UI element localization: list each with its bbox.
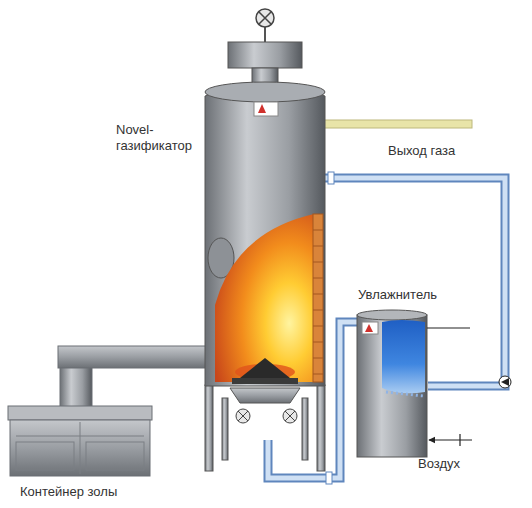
ash-hopper [230,388,300,403]
ash-container [8,406,152,476]
container-body [10,420,150,476]
valve-cross [259,12,271,24]
gas-outlet-pipe [322,120,472,128]
valve-symbol [236,409,250,423]
name-plate [254,102,278,116]
plate-logo [365,324,373,332]
valve-symbol [256,9,274,27]
container-panel [86,442,144,470]
container-lid [8,406,152,420]
air-valve-mark [459,434,460,446]
gasifier [205,9,325,471]
pump-symbol [499,376,511,388]
gasifier-body [205,86,325,386]
brick-lining [313,214,323,382]
spray-drops [386,392,424,396]
conveyor-duct [58,346,228,368]
top-drive [228,42,302,68]
part-label: Увлажнитель [358,287,437,303]
water-line [427,327,470,328]
name-plate [362,322,378,334]
valve-cross [238,411,248,421]
humidifier [357,310,472,457]
grate-cone [240,358,290,378]
part-label: Контейнер золы [20,484,117,500]
support-leg [222,398,228,460]
humidifier-top [357,310,427,320]
humidifier-body [357,315,427,457]
fire-zone [215,214,314,382]
gasifier-top [205,82,325,102]
pipe-flange [326,472,332,484]
water-spray [382,320,425,393]
support-leg [205,385,213,471]
container-line [80,422,81,474]
valve-cross [285,411,295,421]
valve-symbol [283,409,297,423]
support-leg [317,385,325,471]
conveyor-neck [60,368,92,408]
ash-conveyor [58,346,228,408]
pump-arrow [501,378,509,386]
air-inlet-arrow [429,439,472,440]
part-label: Воздух [418,456,460,472]
part-label: Выход газа [388,143,455,159]
brick-joints [313,230,323,374]
support-leg [302,398,308,460]
pipe-flange [328,172,334,184]
container-panel [16,442,74,470]
part-label: Novel- газификатор [116,122,204,154]
valve-stem [264,27,266,42]
grate-plate [232,378,298,384]
plate-logo [258,104,266,113]
